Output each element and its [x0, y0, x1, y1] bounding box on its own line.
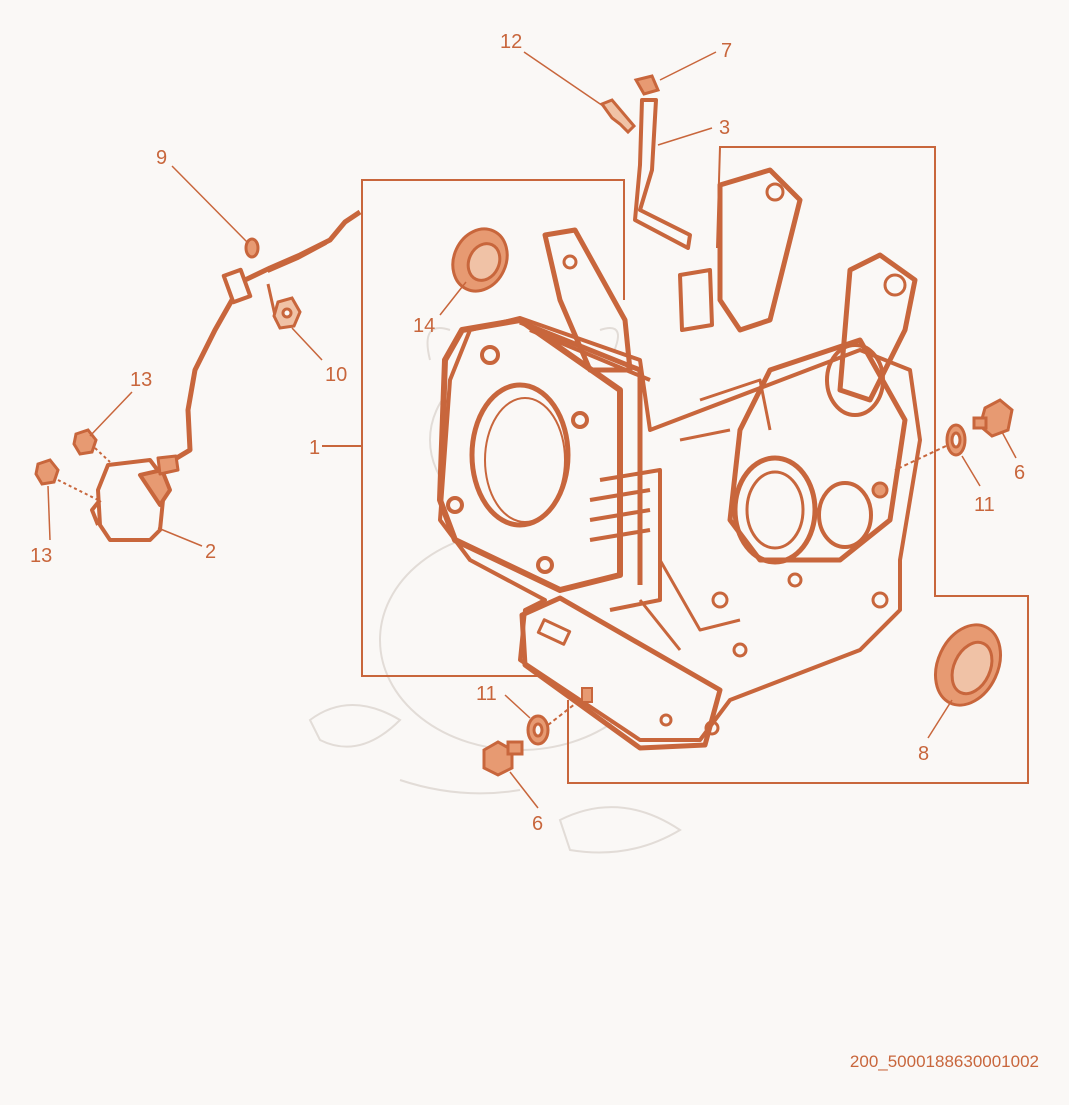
callout-3: 3: [719, 117, 730, 139]
part-9-grommet: [244, 237, 260, 259]
callout-9: 9: [156, 147, 167, 169]
part-6-bolt-lower: [482, 740, 524, 777]
part-8-oil-seal: [934, 623, 1002, 707]
part-11-washer-lower: [526, 714, 550, 746]
callout-8: 8: [918, 743, 929, 765]
callout-6b: 6: [532, 813, 543, 835]
part-3-dipstick-tube: [633, 98, 692, 250]
callout-6a: 6: [1014, 462, 1025, 484]
callout-2: 2: [205, 541, 216, 563]
part-12-clip: [599, 98, 637, 135]
part-10-nut: [272, 296, 302, 330]
callout-11a: 11: [974, 494, 995, 516]
part-13-bolt-lower: [34, 458, 60, 486]
callout-12: 12: [500, 31, 522, 53]
callout-14: 14: [413, 315, 435, 337]
part-2-sensor-housing: [90, 454, 180, 542]
crankcase-body: [437, 167, 922, 751]
part-6-bolt-upper: [972, 398, 1014, 438]
document-id: 200_5000188630001002: [849, 1052, 1039, 1071]
callout-11b: 11: [476, 683, 497, 705]
part-7-cap: [633, 74, 661, 96]
assembly-brackets: [322, 146, 1029, 784]
callout-1: 1: [309, 437, 320, 459]
sensor-wire-harness: [168, 209, 362, 465]
callout-10: 10: [325, 364, 347, 386]
callout-numbers: 1 2 3 6 6 7 8 9 10 11 11 12 13 13 14: [30, 31, 1025, 835]
part-11-washer-upper: [945, 423, 967, 457]
leader-lines: [47, 51, 1017, 809]
callout-7: 7: [721, 40, 732, 62]
callout-13a: 13: [130, 369, 152, 391]
part-14-oil-seal: [451, 227, 509, 293]
callout-13b: 13: [30, 545, 52, 567]
